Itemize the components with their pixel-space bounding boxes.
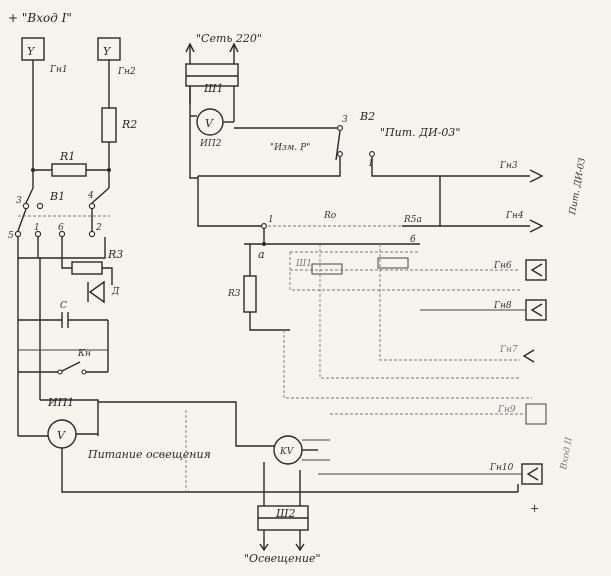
r2-label: R2 — [121, 118, 137, 131]
b2-label: В2 — [359, 110, 375, 123]
side-input2-label: Вход II — [559, 436, 575, 471]
gn9-label: Гн9 — [497, 405, 516, 415]
b1-pin-3: 3 — [16, 196, 22, 206]
b2-pin-1: 1 — [368, 159, 374, 169]
gn6-label: Гн6 — [493, 261, 512, 271]
relay-kv: KV — [273, 435, 303, 465]
b1-pin-5: 5 — [8, 231, 14, 241]
jack-gn6 — [525, 259, 547, 281]
b1-pin-2: 2 — [95, 223, 102, 233]
sh2-label: Ш2 — [275, 507, 296, 520]
jack-gn9 — [525, 403, 547, 425]
voltmeter-ip2: V — [196, 108, 224, 136]
b1-pin-1: 1 — [34, 223, 40, 233]
input-label: + "Вход I" — [8, 11, 72, 25]
node-1: 1 — [268, 215, 274, 225]
plus-sign: + — [530, 502, 539, 515]
button-kn-label: Кн — [77, 349, 91, 359]
r3-b-label: R3 — [227, 289, 241, 299]
b1-pin-6: 6 — [58, 223, 64, 233]
jack-gn7 — [522, 349, 535, 363]
mains-label: "Сеть 220" — [196, 32, 262, 45]
ip1-label: ИП1 — [47, 396, 74, 409]
gn4-label: Гн4 — [505, 211, 524, 221]
ip1-symbol: V — [57, 429, 66, 442]
di03-power-label: "Пит. ДИ-03" — [380, 126, 460, 139]
switch-b1 — [14, 187, 110, 238]
jack-gn10 — [521, 463, 543, 485]
jack-gn2: Y — [97, 37, 121, 61]
b1-pin-4: 4 — [87, 191, 94, 201]
voltmeter-ip1: V — [47, 419, 77, 449]
gn7-label: Гн7 — [499, 345, 518, 355]
side-di03-label: Пит. ДИ-03 — [568, 157, 588, 217]
connector-sh1 — [185, 63, 239, 87]
gn10-label: Гн10 — [489, 463, 514, 473]
b2-pin-3: 3 — [342, 115, 348, 125]
node-b-label: б — [410, 234, 416, 245]
gn2-label: Гн2 — [117, 67, 136, 77]
kv-symbol: KV — [279, 447, 295, 457]
w1-label: Ш1 — [295, 259, 312, 269]
node-a-label: а — [258, 248, 265, 261]
r1-label: R1 — [59, 150, 75, 163]
gn8-label: Гн8 — [493, 301, 512, 311]
capacitor-label: С — [60, 301, 67, 311]
connector-sh2 — [257, 505, 309, 531]
resistor-r1 — [51, 163, 87, 177]
lighting-power-label: Питание освещения — [87, 448, 211, 461]
resistor-r3-b — [243, 275, 257, 313]
diode-label: Д — [111, 287, 120, 297]
ro-label: Rо — [323, 211, 337, 221]
measure-r-label: "Изм. Р" — [270, 143, 310, 153]
gn3-label: Гн3 — [499, 161, 518, 171]
lighting-output-label: "Освещение" — [244, 552, 321, 565]
resistor-r3 — [71, 261, 103, 275]
jack-gn2-symbol: Y — [103, 45, 112, 58]
sh1-label: Ш1 — [203, 82, 224, 95]
jack-gn1-symbol: Y — [27, 45, 36, 58]
b1-label: В1 — [49, 190, 65, 203]
jack-gn1: Y — [21, 37, 45, 61]
jack-gn8 — [525, 299, 547, 321]
r5a-label: R5а — [403, 215, 422, 225]
ip2-label: ИП2 — [199, 139, 222, 149]
ip2-symbol: V — [205, 117, 214, 130]
r3-label: R3 — [107, 248, 123, 261]
gn1-label: Гн1 — [49, 65, 68, 75]
resistor-r2 — [101, 107, 117, 143]
